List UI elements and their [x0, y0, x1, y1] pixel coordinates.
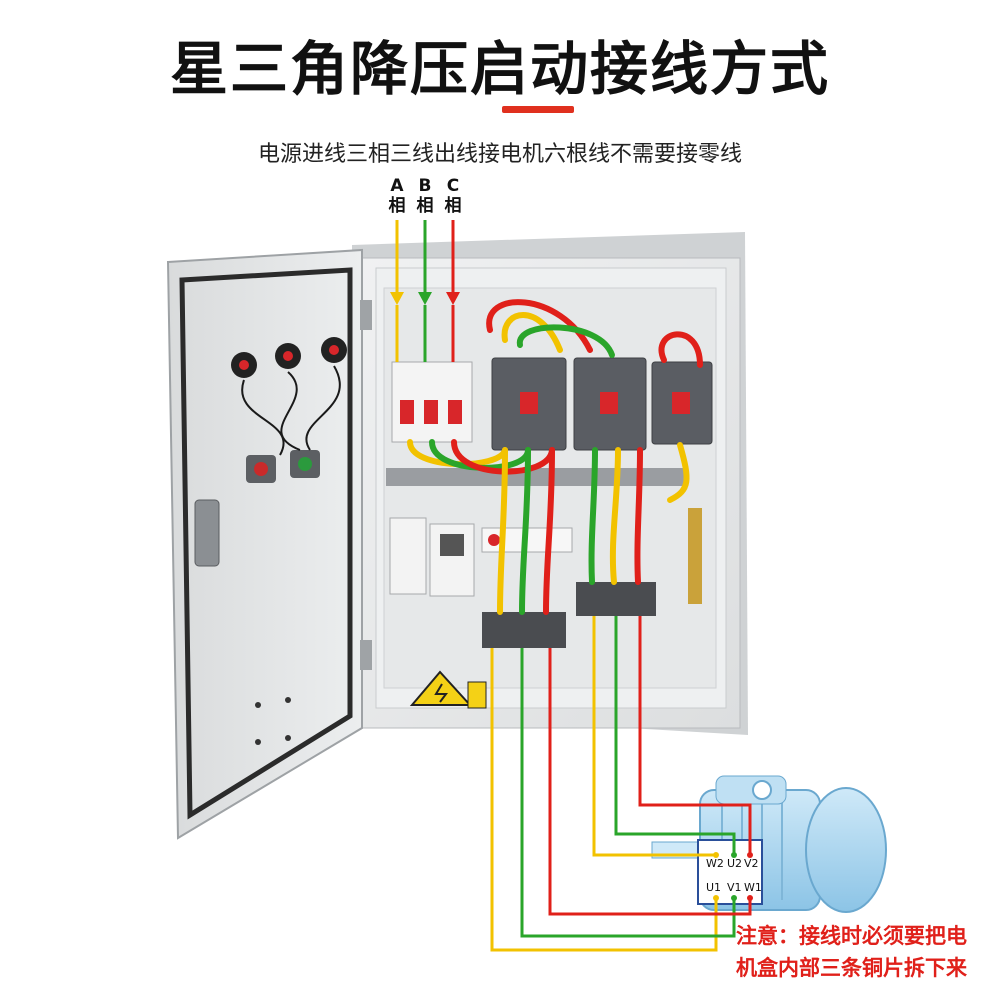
- breaker-lever-icon: [400, 400, 414, 424]
- hinge-bottom: [360, 640, 372, 670]
- phase-input-lines: [390, 220, 460, 362]
- terminal-v2: V2: [744, 857, 759, 870]
- phase-a-text: 相: [388, 196, 406, 216]
- subtitle: 电源进线三相三线出线接电机六根线不需要接零线: [257, 142, 742, 167]
- page-title: 星三角降压启动接线方式: [169, 35, 830, 103]
- din-rail-divider: [386, 468, 686, 486]
- terminal-dots: [713, 852, 753, 901]
- internal-wiring: [407, 299, 703, 615]
- phase-b-letter: B: [418, 176, 432, 196]
- terminal-u1: U1: [706, 881, 722, 894]
- phase-c-letter: C: [446, 176, 460, 196]
- control-fuse: [389, 517, 427, 595]
- terminal-v1: V1: [727, 881, 742, 894]
- motor-lifting-eye: [715, 775, 787, 805]
- breaker-lever-icon: [424, 400, 438, 424]
- terminal-block-1: [482, 612, 566, 648]
- door-gasket: [179, 267, 353, 820]
- motor-fan-cover: [805, 787, 887, 913]
- arrow-down-icon: [418, 292, 432, 305]
- title-underline: [502, 106, 574, 113]
- motor-wiring: [490, 616, 752, 952]
- warning-note: 注意：接线时必须要把电 机盒内部三条铜片拆下来: [736, 920, 996, 984]
- phase-b-label: B 相: [410, 176, 440, 216]
- motor: [651, 775, 887, 913]
- phase-a-label: A 相: [382, 176, 412, 216]
- breaker-lever-icon: [448, 400, 462, 424]
- phase-c-label: C 相: [438, 176, 468, 216]
- terminal-u2: U2: [727, 857, 743, 870]
- motor-terminal-box: [697, 839, 763, 905]
- neutral-bar: [688, 508, 702, 604]
- terminal-w2: W2: [706, 857, 724, 870]
- door-panel: [166, 248, 363, 840]
- terminal-block-2: [576, 582, 656, 616]
- warning-note-line-1: 注意：接线时必须要把电: [736, 924, 967, 948]
- arrow-down-icon: [446, 292, 460, 305]
- door-lock-icon: [194, 499, 220, 567]
- phase-b-text: 相: [416, 196, 434, 216]
- warning-sign-icon: [409, 670, 473, 706]
- main-breaker: [391, 361, 473, 443]
- arrow-down-icon: [390, 292, 404, 305]
- phase-c-text: 相: [444, 196, 462, 216]
- warning-note-line-2: 机盒内部三条铜片拆下来: [736, 956, 967, 980]
- terminal-w1: W1: [744, 881, 762, 894]
- phase-a-letter: A: [390, 176, 404, 196]
- contactors: [491, 357, 713, 451]
- cabinet-door: [166, 248, 372, 840]
- hinge-top: [360, 300, 372, 330]
